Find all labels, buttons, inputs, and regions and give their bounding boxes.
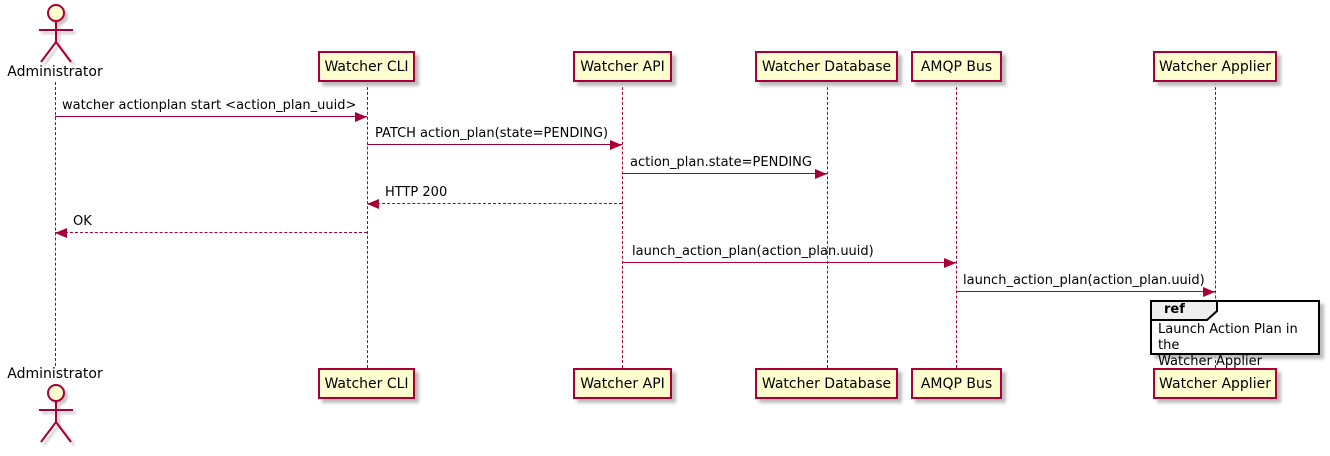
actor-label-administrator-bottom: Administrator [7,366,103,382]
message-line [622,173,827,174]
message-http-200: HTTP 200 [367,185,622,209]
participant-watcher-applier-top: Watcher Applier [1153,51,1277,82]
ref-text: Launch Action Plan in the Watcher Applie… [1158,322,1298,369]
ref-keyword: ref [1164,302,1185,317]
lifeline-watcher-cli [367,82,368,368]
message-line [367,144,622,145]
participant-watcher-applier-bottom: Watcher Applier [1153,368,1277,399]
participant-watcher-database-bottom: Watcher Database [755,368,898,399]
participant-watcher-cli-bottom: Watcher CLI [318,368,415,399]
lifeline-watcher-api [622,82,623,368]
participant-watcher-api-bottom: Watcher API [573,368,672,399]
arrowhead-right-icon [944,258,956,268]
message-line [55,232,367,233]
ref-fragment: ref Launch Action Plan in the Watcher Ap… [1150,300,1320,369]
message-patch-action-plan: PATCH action_plan(state=PENDING) [367,126,622,150]
message-label: HTTP 200 [385,185,448,200]
participant-amqp-bus-bottom: AMQP Bus [911,368,1002,399]
message-label: launch_action_plan(action_plan.uuid) [963,273,1205,288]
participant-watcher-database-top: Watcher Database [755,51,898,82]
message-line [956,291,1215,292]
arrowhead-right-icon [355,112,367,122]
message-line [55,116,367,117]
actor-label-administrator-top: Administrator [7,64,103,80]
actor-icon [39,384,73,443]
arrowhead-left-icon [367,199,379,209]
participant-amqp-bus-top: AMQP Bus [911,51,1002,82]
message-state-pending: action_plan.state=PENDING [622,155,827,179]
arrowhead-right-icon [1203,287,1215,297]
message-label: OK [73,214,92,229]
message-launch-action-plan-api: launch_action_plan(action_plan.uuid) [622,244,956,268]
actor-icon [39,4,73,63]
arrowhead-left-icon [55,228,67,238]
message-actionplan-start: watcher actionplan start <action_plan_uu… [55,98,367,122]
participant-watcher-api-top: Watcher API [573,51,672,82]
message-ok: OK [55,214,367,238]
message-label: watcher actionplan start <action_plan_uu… [62,98,357,113]
lifeline-watcher-applier [1215,82,1216,368]
message-label: PATCH action_plan(state=PENDING) [375,126,609,141]
message-label: launch_action_plan(action_plan.uuid) [632,244,874,259]
message-label: action_plan.state=PENDING [630,155,812,170]
lifeline-amqp-bus [956,82,957,368]
arrowhead-right-icon [815,169,827,179]
arrowhead-right-icon [610,140,622,150]
ref-header-pentagon-icon [1150,300,1218,321]
participant-watcher-cli-top: Watcher CLI [318,51,415,82]
message-line [622,262,956,263]
lifeline-watcher-database [827,82,828,368]
message-line [367,203,622,204]
lifeline-administrator [55,82,56,366]
message-launch-action-plan-bus: launch_action_plan(action_plan.uuid) [956,273,1215,297]
